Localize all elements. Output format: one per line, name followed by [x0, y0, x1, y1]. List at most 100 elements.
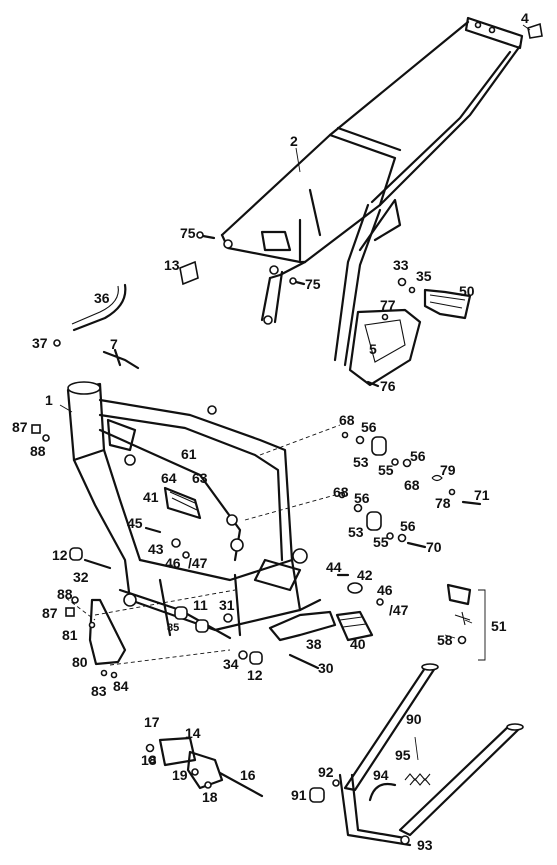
bracket-5 [348, 308, 422, 387]
callout-4: 4 [521, 10, 529, 26]
nut-33 [397, 277, 407, 287]
callout-91: 91 [291, 787, 307, 803]
bracket-plate-14 [145, 736, 264, 798]
callout-46-right: 46 [377, 582, 393, 598]
frame-guard [88, 598, 127, 666]
screw-75-lower [289, 277, 306, 286]
callout-14: 14 [185, 725, 201, 741]
callout-80: 80 [72, 654, 88, 670]
callout-16: 16 [240, 767, 256, 783]
callout-79: 79 [440, 462, 456, 478]
pad-51 [446, 583, 472, 606]
callout-84: 84 [113, 678, 129, 694]
callout-13: 13 [164, 257, 180, 273]
callout-36: 36 [94, 290, 110, 306]
callout-34: 34 [223, 656, 239, 672]
callout-19: 19 [172, 767, 188, 783]
callout-53-lower: 53 [348, 524, 364, 540]
spring-clip [431, 474, 443, 482]
callout-81: 81 [62, 627, 78, 643]
callout-55-lower: 55 [373, 534, 389, 550]
bush-11a [174, 606, 188, 620]
screw-81 [88, 621, 96, 629]
callout-76: 76 [380, 378, 396, 394]
callout-32: 32 [73, 569, 89, 585]
washer-78 [448, 488, 456, 496]
callout-58: 58 [437, 632, 453, 648]
callout-11: 11 [193, 597, 208, 613]
callout-56-a: 56 [361, 419, 377, 435]
callout-30: 30 [318, 660, 334, 676]
bush-12-lower [249, 651, 263, 665]
callout-35: 35 [416, 268, 432, 284]
callout-18-right: 18 [202, 789, 218, 805]
callout-40: 40 [350, 636, 366, 652]
callout-12-lower: 12 [247, 667, 263, 683]
callout-2: 2 [290, 133, 298, 149]
callout-47-left: /47 [188, 555, 208, 571]
callout-61: 61 [181, 446, 197, 462]
bush-12-left [69, 547, 83, 561]
callout-71: 71 [474, 487, 490, 503]
callout-75-lower: 75 [305, 276, 321, 292]
rear-subframe [220, 16, 524, 367]
callout-12-left: 12 [52, 547, 68, 563]
nut-58 [457, 635, 467, 645]
callout-83: 83 [91, 683, 107, 699]
dash-middle [244, 494, 336, 521]
footrest-right [335, 573, 384, 642]
callout-70: 70 [426, 539, 442, 555]
pivot-91 [309, 787, 325, 803]
dash-lower-1 [94, 589, 236, 616]
footrest-left [144, 486, 202, 559]
plug-87-upper [31, 424, 41, 434]
callout-33: 33 [393, 257, 409, 273]
side-stand [338, 663, 524, 847]
callout-78: 78 [435, 495, 451, 511]
bolt-32 [83, 558, 112, 570]
dash-upper [259, 424, 341, 456]
callout-87-lower: 87 [42, 605, 58, 621]
footrest-50 [423, 288, 472, 320]
dash-lower-2 [109, 649, 231, 666]
callout-95: 95 [395, 747, 411, 763]
callout-37: 37 [32, 335, 48, 351]
callout-93: 93 [417, 837, 433, 853]
callout-53-upper: 53 [353, 454, 369, 470]
callout-45: 45 [127, 515, 143, 531]
callout-55-upper: 55 [378, 462, 394, 478]
cable-holder [102, 348, 140, 370]
washer-35 [408, 286, 416, 294]
callout-68-c: 68 [333, 484, 349, 500]
bushing-set-upper [341, 431, 412, 468]
hose-clip [53, 339, 61, 347]
callout-77: 77 [380, 297, 396, 313]
screw-77 [381, 313, 389, 321]
plug-87-lower [65, 607, 75, 617]
callout-87-upper: 87 [12, 419, 28, 435]
callout-90: 90 [406, 711, 422, 727]
rubber-buffer [179, 260, 199, 286]
nut-34 [238, 650, 248, 660]
washer-88-upper [42, 434, 50, 442]
leader-lines [59, 24, 531, 761]
nut-31 [223, 613, 233, 623]
callout-18-left: 18 [141, 752, 157, 768]
callout-7: 7 [110, 336, 118, 352]
vent-hose [72, 283, 127, 332]
callout-50: 50 [459, 283, 475, 299]
callout-5: 5 [369, 341, 377, 357]
callout-51: 51 [491, 618, 507, 634]
callout-17: 17 [144, 714, 160, 730]
main-frame [66, 381, 322, 640]
screw-75-upper [196, 231, 216, 240]
washer-84 [110, 671, 118, 679]
callout-75-upper: 75 [180, 225, 196, 241]
callout-94: 94 [373, 767, 389, 783]
callout-56-d: 56 [400, 518, 416, 534]
callout-56-c: 56 [354, 490, 370, 506]
brake-pedal [268, 610, 337, 642]
bushing-set-lower [338, 491, 427, 549]
